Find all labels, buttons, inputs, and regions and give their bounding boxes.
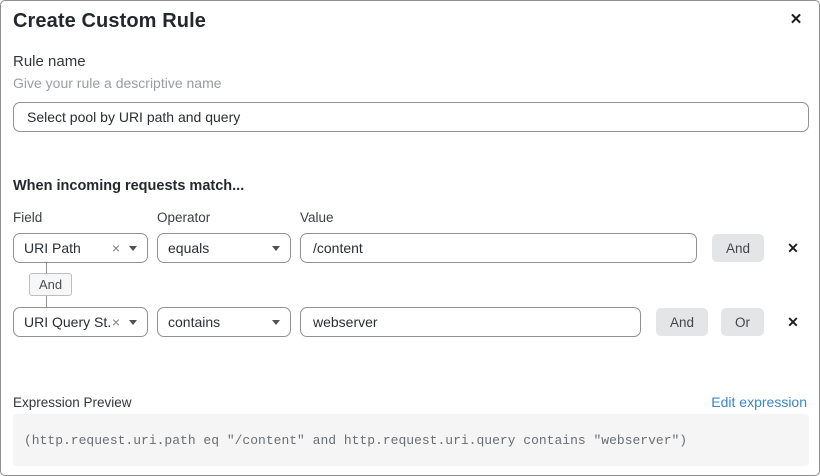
edit-expression-link[interactable]: Edit expression xyxy=(711,394,807,410)
operator-column-label: Operator xyxy=(157,210,211,225)
condition-row: URI Path × equals And ✕ xyxy=(13,233,807,263)
rule-name-helper: Give your rule a descriptive name xyxy=(13,75,222,91)
value-input[interactable] xyxy=(300,307,641,337)
value-column-label: Value xyxy=(300,210,334,225)
field-select[interactable]: URI Path × xyxy=(13,233,148,263)
delete-condition-icon[interactable]: ✕ xyxy=(779,308,807,336)
field-select-value: URI Query St... xyxy=(24,314,112,330)
rule-name-label: Rule name xyxy=(13,53,86,70)
page-title: Create Custom Rule xyxy=(13,10,206,32)
add-and-condition-button[interactable]: And xyxy=(711,234,764,262)
chevron-down-icon xyxy=(129,245,137,251)
rule-name-input[interactable] xyxy=(13,102,809,132)
operator-select[interactable]: equals xyxy=(157,233,291,263)
expression-preview-header: Expression Preview Edit expression xyxy=(13,394,807,410)
value-input[interactable] xyxy=(300,233,697,263)
operator-select-value: contains xyxy=(168,314,221,330)
delete-condition-icon[interactable]: ✕ xyxy=(779,234,807,262)
clear-selection-icon[interactable]: × xyxy=(111,314,120,330)
clear-selection-icon[interactable]: × xyxy=(111,240,120,256)
expression-preview-label: Expression Preview xyxy=(13,395,132,410)
condition-column-labels: Field Operator Value xyxy=(13,210,807,225)
field-select-value: URI Path xyxy=(24,240,81,256)
chevron-down-icon xyxy=(272,245,280,251)
row-actions: And xyxy=(711,234,764,262)
close-icon[interactable]: ✕ xyxy=(785,8,807,30)
operator-select-value: equals xyxy=(168,240,210,256)
field-select[interactable]: URI Query St... × xyxy=(13,307,148,337)
add-and-condition-button[interactable]: And xyxy=(655,308,708,336)
condition-connector: And xyxy=(13,263,807,307)
add-or-condition-button[interactable]: Or xyxy=(721,308,764,336)
field-column-label: Field xyxy=(13,210,43,225)
expression-preview-code: (http.request.uri.path eq "/content" and… xyxy=(13,414,809,466)
connector-and-pill: And xyxy=(29,273,73,296)
row-actions: And Or xyxy=(655,308,764,336)
match-section-heading: When incoming requests match... xyxy=(13,178,245,194)
chevron-down-icon xyxy=(272,319,280,325)
condition-row: URI Query St... × contains And Or ✕ xyxy=(13,307,807,337)
operator-select[interactable]: contains xyxy=(157,307,291,337)
chevron-down-icon xyxy=(129,319,137,325)
